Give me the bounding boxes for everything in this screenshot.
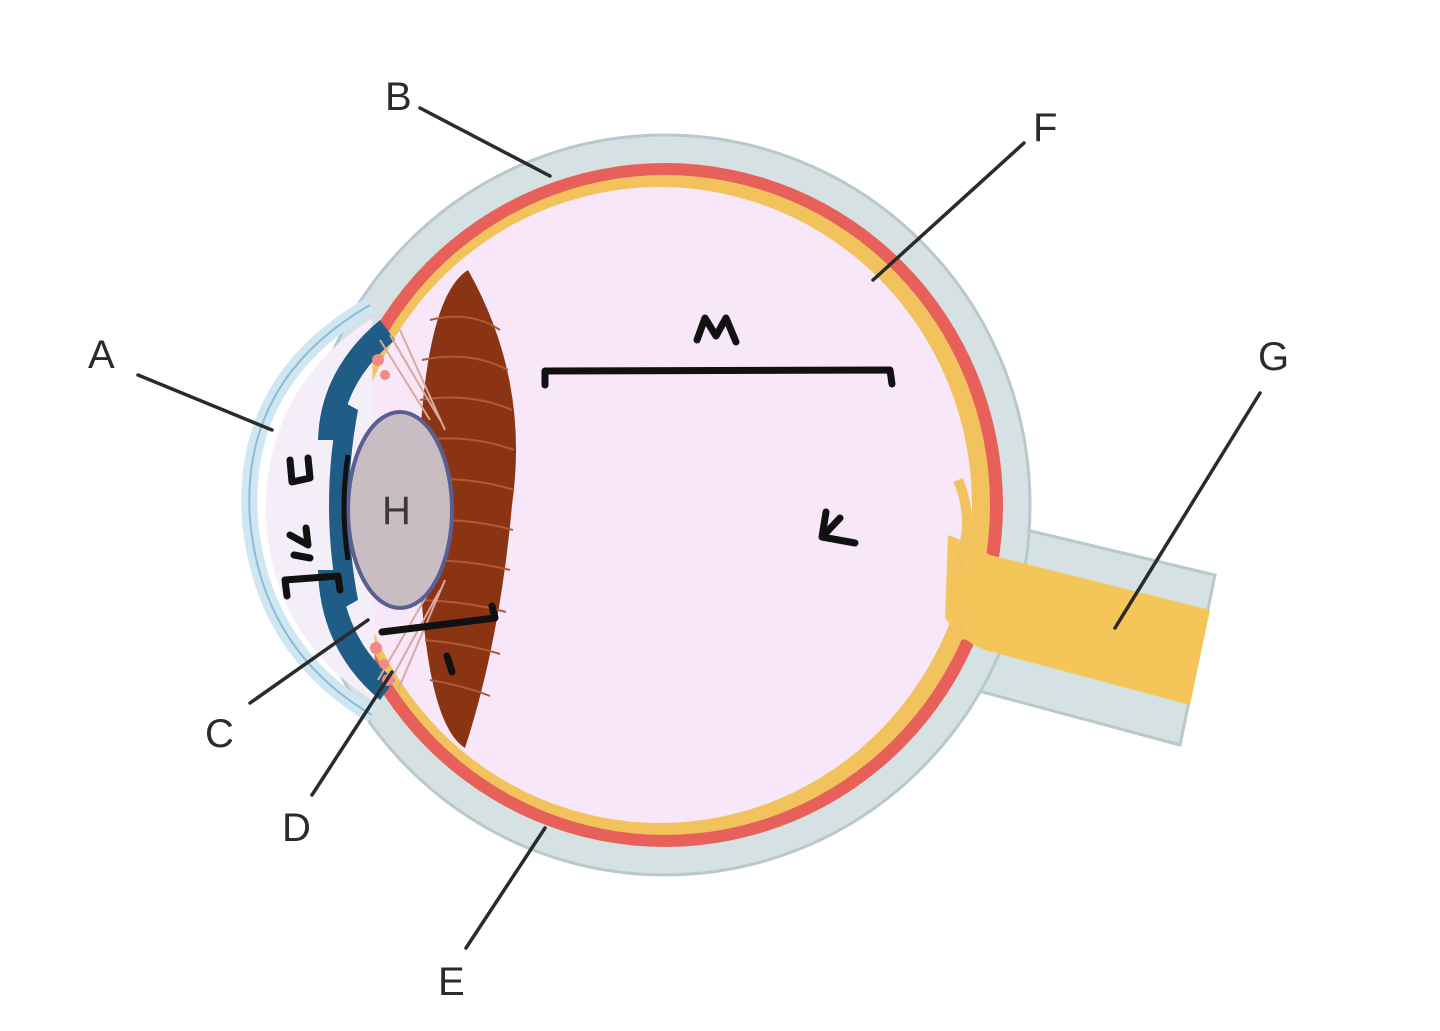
lens: [346, 410, 454, 610]
label-c: C: [205, 712, 234, 756]
handwritten-bracket-vitreous: [541, 366, 896, 389]
optic-nerve: [945, 535, 1210, 705]
cornea-edge: [248, 304, 373, 716]
vitreous-body: [348, 187, 972, 823]
leader-line-e: [464, 826, 547, 950]
leader-line-f: [871, 141, 1026, 282]
pupil: [341, 454, 351, 561]
handwritten-arrow-mark: [818, 508, 859, 547]
handwritten-m-mark: [693, 314, 740, 346]
leader-line-b: [418, 106, 552, 178]
ciliary-striations: [419, 315, 515, 697]
handwritten-bracket-ciliary: [378, 602, 499, 636]
label-g: G: [1258, 335, 1289, 379]
leader-line-a: [136, 373, 274, 432]
label-f: F: [1033, 106, 1057, 150]
iris-lower: [318, 570, 395, 700]
label-e: E: [438, 960, 465, 1004]
leader-line-d: [310, 670, 394, 797]
label-a: A: [88, 333, 115, 377]
optic-disc: [950, 478, 972, 642]
ciliary-body: [418, 270, 517, 748]
label-d: D: [282, 806, 311, 850]
handwritten-bracket-lower: [281, 572, 344, 600]
leader-line-g: [1113, 391, 1262, 630]
leader-line-c: [248, 618, 370, 705]
label-b: B: [385, 75, 412, 119]
label-h: H: [382, 489, 411, 533]
handwritten-tick-mark: [443, 652, 456, 676]
iris: [318, 320, 395, 440]
handwritten-mark-middle: [286, 524, 314, 562]
handwritten-mark-upper: [286, 454, 314, 486]
